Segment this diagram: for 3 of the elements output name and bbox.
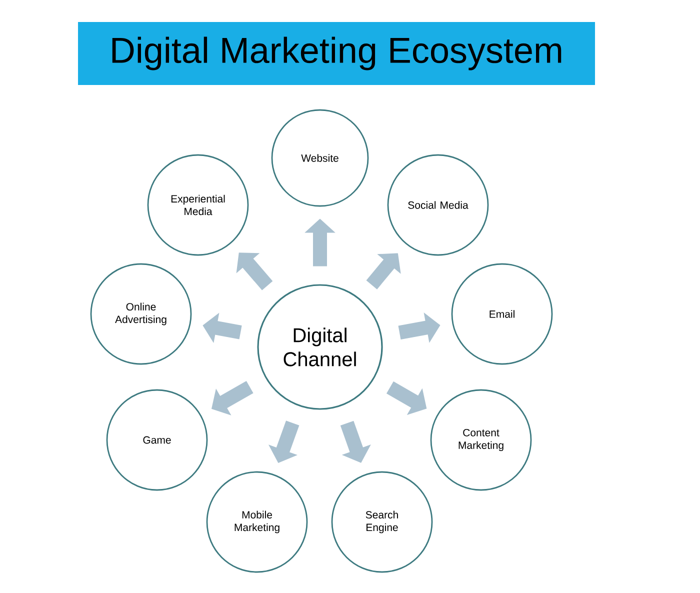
block-arrow	[212, 380, 254, 416]
title-banner: Digital Marketing Ecosystem	[78, 22, 595, 85]
block-arrow	[236, 252, 273, 290]
